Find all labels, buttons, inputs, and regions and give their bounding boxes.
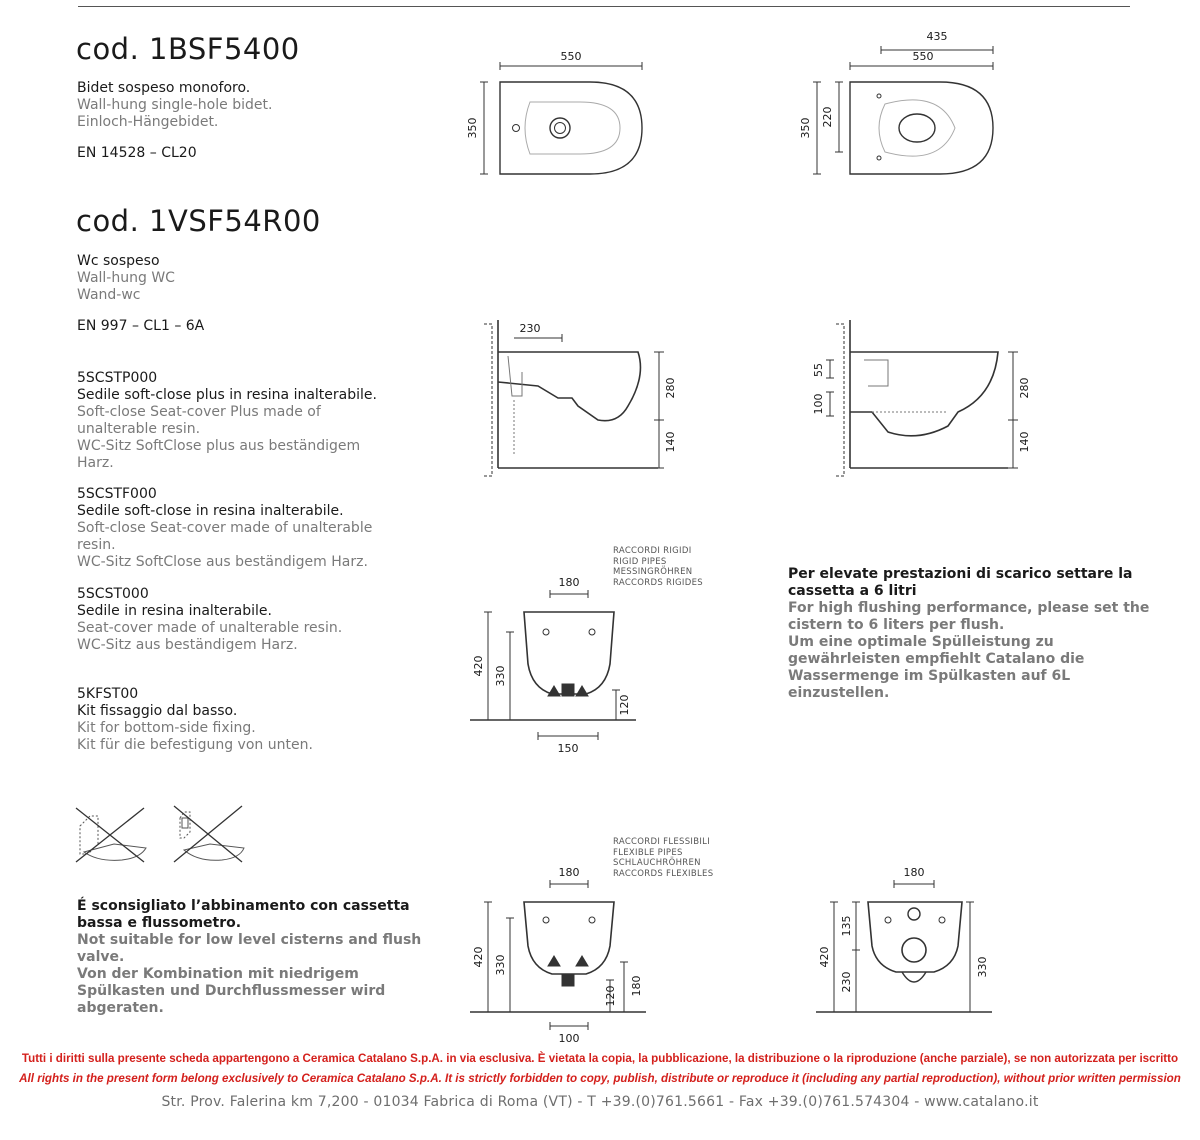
note-it-line: Per elevate prestazioni di scarico setta… <box>788 566 1133 582</box>
accessory-line: Kit für die befestigung von unten. <box>77 737 313 753</box>
accessory-line: WC-Sitz SoftClose plus aus beständigem <box>77 438 361 454</box>
note-line: Um eine optimale Spülleistung zu <box>788 634 1054 650</box>
accessory-line: Seat-cover made of unalterable resin. <box>77 620 343 636</box>
accessory-line: Sedile soft-close in resina inalterabile… <box>77 503 344 519</box>
dim-width: 550 <box>913 50 934 63</box>
dim-top: 180 <box>559 866 580 879</box>
accessory-code: 5SCST000 <box>77 586 149 602</box>
warning-it-line: bassa e flussometro. <box>77 915 242 931</box>
desc-en: Wall-hung single-hole bidet. <box>77 97 273 113</box>
accessory-line: Soft-close Seat-cover Plus made of <box>77 404 321 420</box>
bidet-back-rigid-drawing: 180 420 330 120 150 <box>470 576 636 755</box>
accessory-5SCST000: 5SCST000 Sedile in resina inalterabile. … <box>77 586 342 654</box>
product-code-wc: cod. 1VSF54R00 <box>76 204 321 238</box>
accessory-line: Sedile in resina inalterabile. <box>77 603 272 619</box>
warning-it-line: É sconsigliato l’abbinamento con cassett… <box>77 898 410 914</box>
dim-upper: 135 <box>840 916 853 937</box>
note-line: For high flushing performance, please se… <box>788 600 1150 616</box>
wc-top-view-drawing: 435 550 350 220 <box>799 30 994 175</box>
dim-total: 420 <box>818 947 831 968</box>
accessory-code: 5SCSTF000 <box>77 486 157 502</box>
accessory-code: 5KFST00 <box>77 686 139 702</box>
not-suitable-icons <box>75 805 245 863</box>
dim-b: 100 <box>812 394 825 415</box>
accessory-code: 5SCSTP000 <box>77 370 158 386</box>
dim-depth: 350 <box>799 118 812 139</box>
accessory-line: Kit fissaggio dal basso. <box>77 703 238 719</box>
wc-back-view-drawing: 180 420 135 230 330 <box>816 866 992 1013</box>
note-line: cistern to 6 liters per flush. <box>788 617 1005 633</box>
flush-valve-crossed-icon <box>173 805 245 863</box>
accessory-line: Harz. <box>77 455 114 471</box>
norm: EN 14528 – CL20 <box>77 145 197 161</box>
warning-line: valve. <box>77 949 125 965</box>
warning-line: abgeraten. <box>77 1000 164 1016</box>
wc-side-view-drawing: 55 100 280 140 <box>812 320 1031 477</box>
accessory-line: WC-Sitz SoftClose aus beständigem Harz. <box>77 554 368 570</box>
dim-floor: 140 <box>664 432 677 453</box>
dim-depth: 350 <box>466 118 479 139</box>
note-line: Wassermenge im Spülkasten auf 6L <box>788 668 1071 684</box>
dim-base: 100 <box>559 1032 580 1045</box>
rights-notice-en: All rights in the present form belong ex… <box>19 1072 1181 1085</box>
warning-line: Spülkasten und Durchflussmesser wird <box>77 983 386 999</box>
bidet-top-view-drawing: 550 350 <box>466 50 643 175</box>
dim-low: 120 <box>604 986 617 1007</box>
note-it-line: cassetta a 6 litri <box>788 583 917 599</box>
product-description-bidet: Bidet sospeso monoforo. Wall-hung single… <box>77 80 272 162</box>
dim-total: 420 <box>472 656 485 677</box>
accessory-5KFST00: 5KFST00 Kit fissaggio dal basso. Kit for… <box>77 686 313 754</box>
dim-low: 120 <box>618 695 631 716</box>
flush-performance-note: Per elevate prestazioni di scarico setta… <box>788 566 1149 702</box>
desc-de: Einloch-Hängebidet. <box>77 114 219 130</box>
dim-low2: 180 <box>630 976 643 997</box>
bidet-side-view-drawing: 230 280 140 <box>484 320 677 477</box>
accessory-line: Soft-close Seat-cover made of unalterabl… <box>77 520 373 536</box>
dim-height: 280 <box>1018 378 1031 399</box>
top-rule <box>78 6 1130 7</box>
dim-a: 55 <box>812 363 825 377</box>
accessory-line: resin. <box>77 537 116 553</box>
norm: EN 997 – CL1 – 6A <box>77 318 205 334</box>
product-code-bidet: cod. 1BSF5400 <box>76 32 300 66</box>
accessory-5SCSTP000: 5SCSTP000 Sedile soft-close plus in resi… <box>77 370 377 472</box>
low-cistern-crossed-icon <box>75 807 147 863</box>
dim-height: 280 <box>664 378 677 399</box>
accessory-line: Sedile soft-close plus in resina inalter… <box>77 387 377 403</box>
desc-it: Bidet sospeso monoforo. <box>77 80 251 96</box>
dim-floor: 140 <box>1018 432 1031 453</box>
desc-en: Wall-hung WC <box>77 270 175 286</box>
note-line: gewährleisten empfiehlt Catalano die <box>788 651 1085 667</box>
dim-width: 550 <box>561 50 582 63</box>
dim-lower: 230 <box>840 972 853 993</box>
accessory-line: Kit for bottom-side fixing. <box>77 720 256 736</box>
rights-notice-it: Tutti i diritti sulla presente scheda ap… <box>21 1052 1179 1065</box>
accessory-line: unalterable resin. <box>77 421 201 437</box>
warning-line: Not suitable for low level cisterns and … <box>77 932 422 948</box>
dim-right: 330 <box>976 957 989 978</box>
dim-top: 180 <box>559 576 580 589</box>
accessory-line: WC-Sitz aus beständigem Harz. <box>77 637 298 653</box>
dim-mid: 330 <box>494 666 507 687</box>
dim-offset: 230 <box>520 322 541 335</box>
company-address: Str. Prov. Falerina km 7,200 - 01034 Fab… <box>161 1094 1039 1110</box>
warning-line: Von der Kombination mit niedrigem <box>77 966 359 982</box>
dim-total: 420 <box>472 947 485 968</box>
warning-cistern-note: É sconsigliato l’abbinamento con cassett… <box>77 898 421 1017</box>
desc-de: Wand-wc <box>77 287 141 303</box>
dim-seat: 435 <box>927 30 948 43</box>
desc-it: Wc sospeso <box>77 253 160 269</box>
dim-hole: 220 <box>821 107 834 128</box>
product-description-wc: Wc sospeso Wall-hung WC Wand-wc EN 997 –… <box>77 253 204 335</box>
dim-base: 150 <box>558 742 579 755</box>
note-line: einzustellen. <box>788 685 890 701</box>
bidet-back-flexible-drawing: 180 420 330 120 180 100 <box>470 866 646 1045</box>
accessory-5SCSTF000: 5SCSTF000 Sedile soft-close in resina in… <box>77 486 372 571</box>
dim-mid: 330 <box>494 955 507 976</box>
dim-top: 180 <box>904 866 925 879</box>
